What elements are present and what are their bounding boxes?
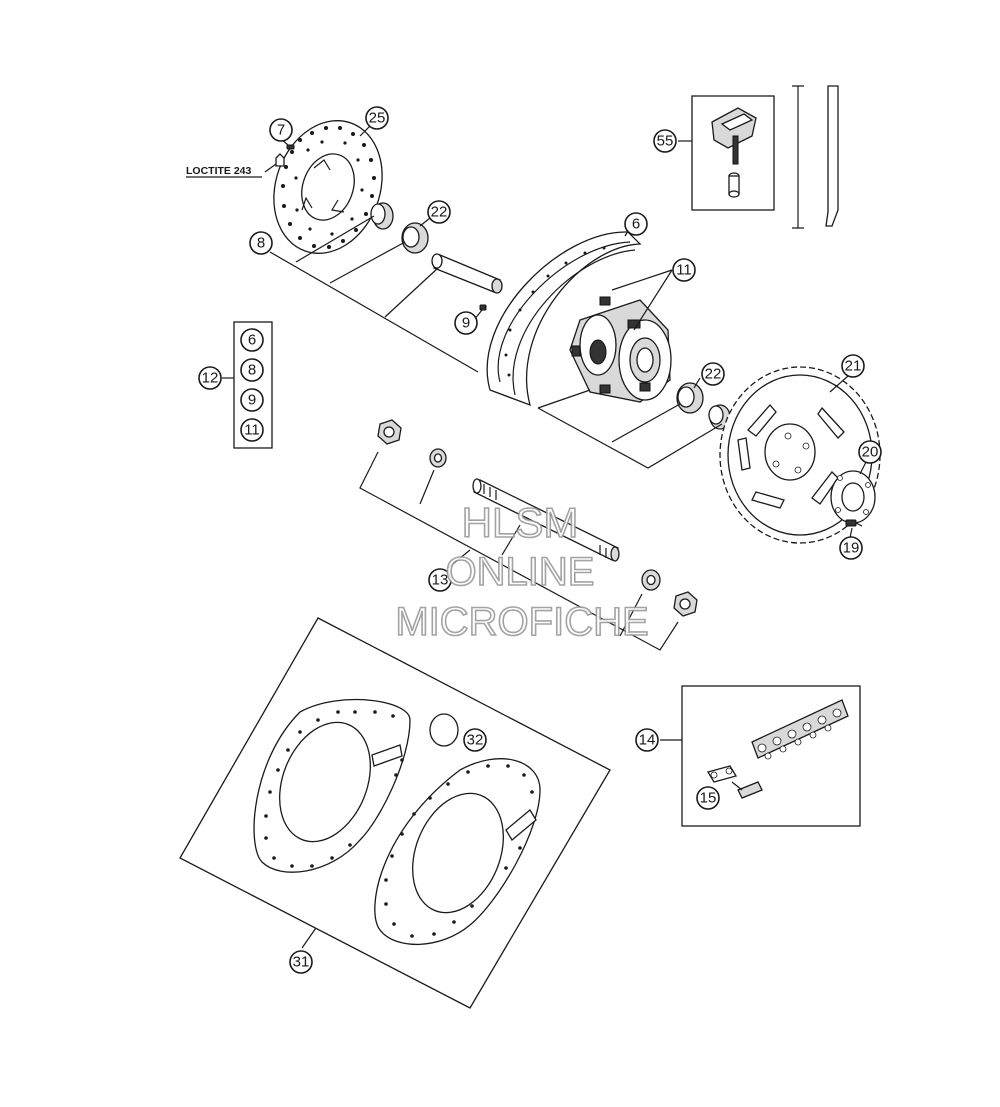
wheel-hub [569,296,672,403]
wheel-rim [486,231,642,407]
callout-31: 31 [289,950,313,974]
svg-text:14: 14 [639,732,656,749]
callout-13: 13 [428,568,452,592]
callout-9: 9 [454,311,478,335]
callout-6: 6 [624,212,648,236]
callout-19: 19 [839,536,863,560]
callout-15: 15 [696,786,720,810]
master-link [707,765,763,799]
axle-washer-right [641,569,661,591]
svg-text:13: 13 [432,572,449,589]
callout-32: 32 [463,728,487,752]
svg-text:11: 11 [244,422,260,439]
kit-entry-11: 11 [240,418,264,442]
disc-bolt [275,144,295,167]
bearing-spacer-right [708,404,731,430]
callout-22-left: 22 [427,200,451,224]
wheel-bearing-right [676,382,704,414]
svg-text:55: 55 [657,133,674,150]
watermark: HLSM ONLINE MICROFICHE [395,498,650,645]
svg-text:8: 8 [248,362,256,379]
svg-text:ONLINE: ONLINE [446,550,595,594]
svg-text:25: 25 [369,110,386,127]
svg-text:31: 31 [293,954,310,971]
svg-text:11: 11 [676,262,692,279]
svg-text:MICROFICHE: MICROFICHE [395,600,648,644]
svg-text:HLSM: HLSM [462,499,579,546]
axle [472,478,620,562]
svg-text:19: 19 [843,540,860,557]
bearing-spacer-left [370,202,394,230]
sprocket-flange [830,470,876,524]
kit-entry-6: 6 [240,328,264,352]
kit-entry-9: 9 [240,388,264,412]
svg-text:6: 6 [632,216,640,233]
svg-text:15: 15 [700,790,717,807]
callout-20: 20 [858,440,882,464]
callout-8: 8 [249,231,273,255]
sprocket-bolt [845,519,863,527]
svg-text:21: 21 [845,358,862,375]
svg-text:12: 12 [202,370,219,387]
callout-25: 25 [365,106,389,130]
svg-text:6: 6 [248,332,256,349]
svg-text:7: 7 [277,122,285,139]
svg-text:22: 22 [705,366,722,383]
axle-nut-left [377,419,402,445]
callout-14: 14 [635,728,659,752]
callout-12: 12 [198,366,222,390]
drive-chain [751,699,849,760]
loctite-note: LOCTITE 243 [186,165,262,178]
axle-washer-left [429,448,447,468]
svg-text:LOCTITE 243: LOCTITE 243 [186,165,252,177]
callout-22-right: 22 [701,362,725,386]
wheel-bearing-left [401,222,429,254]
callout-55: 55 [653,129,677,153]
valve-inset [691,85,839,229]
svg-text:20: 20 [862,444,879,461]
brake-disc-front [273,120,383,254]
svg-text:8: 8 [257,235,265,252]
axle-nut-right [673,591,698,617]
callout-7: 7 [269,118,293,142]
callout-11: 11 [672,258,696,282]
spoke-nipple [479,304,487,311]
callout-21: 21 [841,354,865,378]
svg-text:9: 9 [248,392,256,409]
svg-text:32: 32 [467,732,484,749]
distance-tube [431,253,503,294]
kit-entry-8: 8 [240,358,264,382]
gasket-box [179,617,611,1009]
svg-text:9: 9 [462,315,470,332]
svg-text:22: 22 [431,204,448,221]
